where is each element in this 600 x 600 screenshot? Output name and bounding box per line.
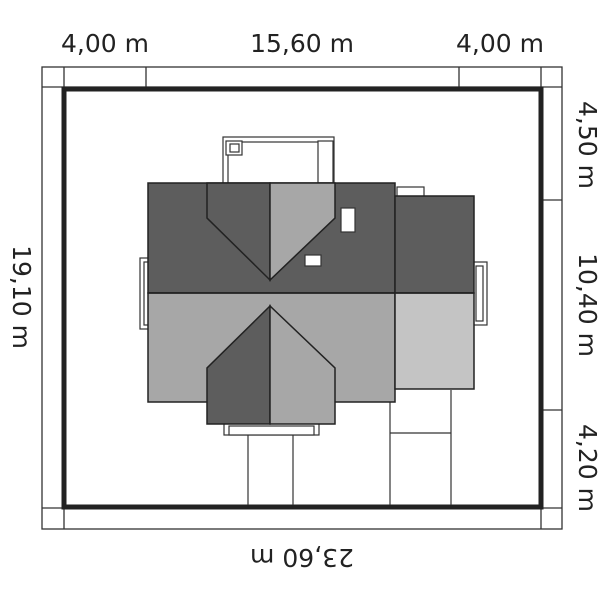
- dim-bottom: 23,60 m: [250, 543, 354, 572]
- skylight: [304, 254, 322, 267]
- terrace-outlines: [139, 136, 488, 436]
- house-roof: [147, 182, 475, 425]
- skylights: [304, 207, 356, 267]
- dim-right-top: 4,50 m: [573, 101, 600, 189]
- garage-roof-south: [394, 292, 475, 390]
- dim-left: 19,10 m: [7, 245, 36, 349]
- dim-top-left: 4,00 m: [61, 29, 149, 58]
- dim-right-bottom: 4,20 m: [573, 424, 600, 512]
- dim-top-right: 4,00 m: [456, 29, 544, 58]
- garage-roof-north: [394, 195, 475, 294]
- access-paths: [247, 390, 452, 505]
- south-gable-right: [269, 304, 336, 425]
- north-dormer-right: [269, 182, 336, 282]
- skylight: [340, 207, 356, 233]
- dimension-labels: 4,00 m 15,60 m 4,00 m 23,60 m 19,10 m 4,…: [7, 29, 600, 572]
- dim-right-middle: 10,40 m: [573, 253, 600, 357]
- plot-boundary: [61, 86, 544, 510]
- dim-top-center: 15,60 m: [250, 29, 354, 58]
